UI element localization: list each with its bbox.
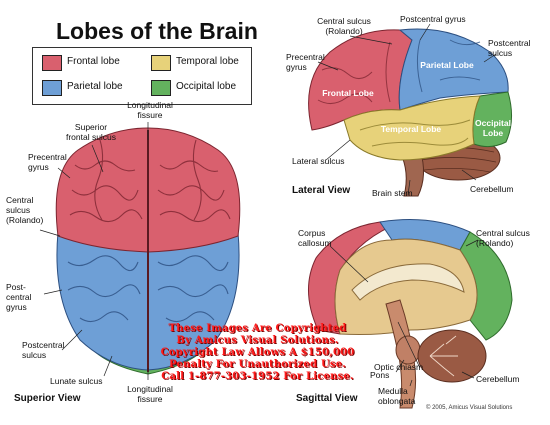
diagram-title: Lobes of the Brain — [56, 18, 258, 44]
label-longitudinal-fissure-bottom: Longitudinal fissure — [127, 384, 173, 404]
sagittal-cerebellum-arbor — [429, 335, 458, 377]
label-brain-stem: Brain stem — [372, 188, 413, 198]
label-precentral-gyrus-superior: Precentral gyrus — [28, 152, 67, 172]
sagittal-corpus-callosum — [351, 263, 465, 301]
label-central-sulcus-sagittal: Central sulcus (Rolando) — [476, 228, 530, 248]
label-postcentral-sulcus-lateral: Postcentral sulcus — [488, 38, 531, 58]
label-central-sulcus-lateral: Central sulcus (Rolando) — [317, 16, 371, 36]
legend: Frontal lobe Temporal lobe Parietal lobe… — [32, 47, 252, 105]
label-medulla-oblongata: Medulla oblongata — [378, 386, 416, 406]
label-pons: Pons — [370, 370, 390, 380]
label-lateral-sulcus: Lateral sulcus — [292, 156, 345, 166]
lateral-temporal-gyri — [359, 119, 471, 147]
lobe-text-occipital: Occipital Lobe — [475, 118, 511, 138]
lateral-parietal-gyri — [416, 39, 481, 93]
leader-lines — [39, 23, 497, 387]
label-optic-chiasm: Optic chiasm — [374, 362, 424, 372]
copyright-notice: © 2005, Amicus Visual Solutions — [426, 405, 513, 411]
lateral-temporal-region — [343, 95, 481, 161]
legend-swatch-temporal — [151, 55, 171, 71]
superior-frontal-gyri — [69, 139, 231, 223]
label-lunate-sulcus: Lunate sulcus — [50, 376, 103, 386]
label-central-sulcus-superior: Central sulcus (Rolando) — [6, 195, 44, 225]
copyright-watermark: These Images Are Copyrighted By Amicus V… — [160, 323, 355, 382]
legend-label-temporal: Temporal lobe — [176, 56, 239, 67]
legend-swatch-frontal — [42, 55, 62, 71]
label-longitudinal-fissure-top: Longitudinal fissure — [127, 100, 173, 120]
legend-swatch-occipital — [151, 80, 171, 96]
legend-label-parietal: Parietal lobe — [67, 81, 123, 92]
superior-brain — [55, 127, 241, 375]
lateral-frontal-gyri — [317, 41, 391, 104]
legend-label-occipital: Occipital lobe — [176, 81, 237, 92]
sagittal-brain — [307, 219, 513, 409]
caption-lateral-view: Lateral View — [292, 185, 351, 196]
caption-superior-view: Superior View — [14, 393, 81, 404]
label-cerebellum-sagittal: Cerebellum — [476, 374, 520, 384]
lobe-text-frontal: Frontal Lobe — [322, 88, 374, 98]
label-corpus-callosum: Corpus callosum — [298, 228, 332, 248]
label-precentral-gyrus-lateral: Precentral gyrus — [286, 52, 325, 72]
label-postcentral-gyrus-superior: Post- central gyrus — [6, 282, 32, 312]
label-cerebellum-lateral: Cerebellum — [470, 184, 514, 194]
label-postcentral-sulcus-superior: Postcentral sulcus — [22, 340, 65, 360]
legend-swatch-parietal — [42, 80, 62, 96]
sagittal-medial-surface — [334, 238, 478, 335]
legend-label-frontal: Frontal lobe — [67, 56, 120, 67]
lobe-text-parietal: Parietal Lobe — [420, 60, 474, 70]
lateral-parietal-region — [398, 28, 509, 111]
label-postcentral-gyrus-lateral: Postcentral gyrus — [400, 14, 466, 24]
label-superior-frontal-sulcus: Superior frontal sulcus — [65, 122, 117, 142]
caption-sagittal-view: Sagittal View — [296, 393, 358, 404]
superior-parietal-gyri — [67, 255, 229, 323]
lateral-brain-stem — [399, 149, 424, 197]
lateral-brain — [308, 28, 512, 197]
lobe-text-temporal: Temporal Lobe — [380, 124, 442, 134]
